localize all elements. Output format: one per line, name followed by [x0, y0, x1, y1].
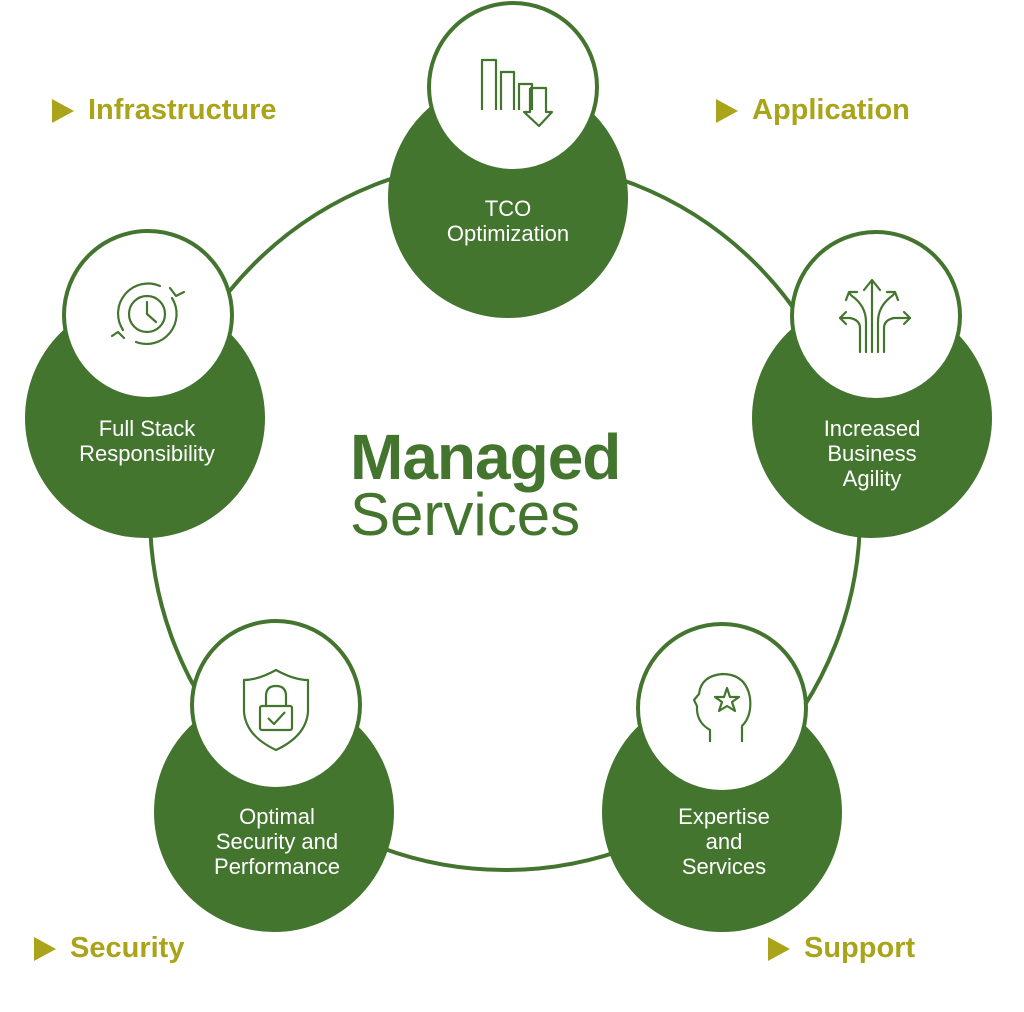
- node-agility-label-line-3: Agility: [842, 466, 902, 491]
- node-agility-label: Increased Business Agility: [824, 416, 921, 491]
- head-star-icon: [692, 672, 752, 742]
- node-expertise: [602, 622, 842, 932]
- node-tco: [388, 1, 628, 318]
- corner-label-text: Security: [70, 932, 185, 964]
- node-expertise-label-line-3: Services: [681, 854, 767, 879]
- triangle-bullet-icon: [52, 98, 74, 123]
- declining-bars-icon: [480, 58, 554, 128]
- clock-cycle-icon: [110, 282, 186, 345]
- node-fullstack-label: Full Stack Responsibility: [79, 416, 215, 466]
- corner-label-infrastructure: Infrastructure: [52, 94, 277, 127]
- node-tco-label-line-2: Optimization: [446, 221, 570, 246]
- node-fullstack: [25, 229, 265, 538]
- triangle-bullet-icon: [34, 936, 56, 961]
- corner-label-text: Infrastructure: [88, 94, 277, 126]
- node-security-label-line-3: Performance: [214, 854, 340, 879]
- node-security-label-line-2: Security and: [215, 829, 339, 854]
- triangle-bullet-icon: [768, 936, 790, 961]
- node-expertise-label-line-1: Expertise: [678, 804, 770, 829]
- corner-label-security: Security: [34, 932, 184, 965]
- node-security: [154, 619, 394, 932]
- corner-label-text: Support: [804, 932, 916, 964]
- split-arrows-icon: [838, 278, 912, 354]
- node-fullstack-label-line-1: Full Stack: [98, 416, 196, 441]
- corner-label-text: Application: [752, 94, 910, 126]
- shield-lock-icon: [242, 668, 310, 752]
- node-fullstack-label-line-2: Responsibility: [79, 441, 215, 466]
- node-agility: [752, 230, 992, 538]
- triangle-bullet-icon: [716, 98, 738, 123]
- corner-label-support: Support: [768, 932, 915, 965]
- node-tco-label: TCO Optimization: [447, 196, 569, 246]
- node-expertise-label-line-2: and: [705, 829, 743, 854]
- center-title: Managed Services: [350, 421, 621, 548]
- center-title-line-1: Managed: [350, 421, 621, 493]
- node-agility-label-line-2: Business: [827, 441, 917, 466]
- corner-label-application: Application: [716, 94, 910, 127]
- center-title-line-2: Services: [350, 481, 581, 548]
- node-security-label: Optimal Security and Performance: [214, 804, 340, 879]
- node-tco-label-line-1: TCO: [484, 196, 532, 221]
- node-agility-label-line-1: Increased: [823, 416, 921, 441]
- node-expertise-label: Expertise and Services: [678, 804, 770, 879]
- node-security-label-line-1: Optimal: [239, 804, 315, 829]
